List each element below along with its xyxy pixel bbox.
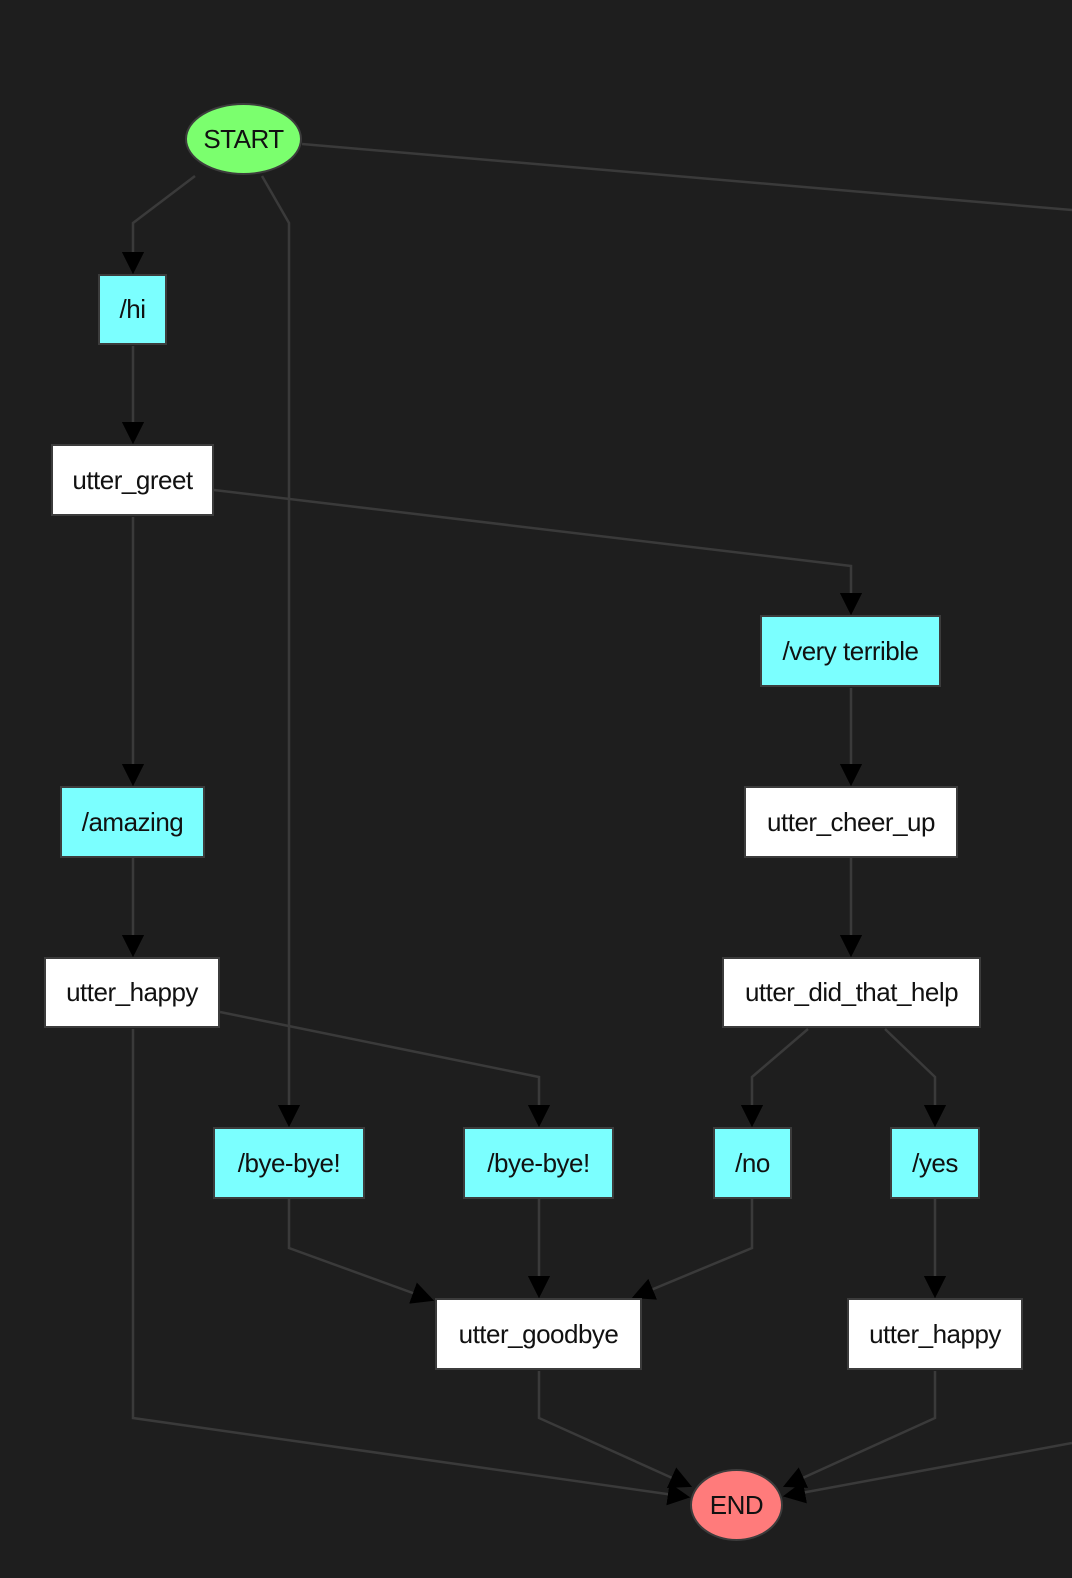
action-utter-did-that-help[interactable]: utter_did_that_help xyxy=(722,957,981,1028)
edge-9 xyxy=(219,1010,551,1128)
intent-bye-bye[interactable]: /bye-bye! xyxy=(213,1127,365,1199)
edge-0 xyxy=(121,175,196,275)
action-utter-happy[interactable]: utter_happy xyxy=(44,957,220,1028)
edge-15 xyxy=(631,1199,754,1300)
intent-no[interactable]: /no xyxy=(713,1127,792,1199)
edge-1 xyxy=(260,175,301,1128)
intent-amazing[interactable]: /amazing xyxy=(60,786,205,858)
edge-5 xyxy=(213,488,863,616)
intent-bye-bye[interactable]: /bye-bye! xyxy=(463,1127,614,1199)
action-utter-greet[interactable]: utter_greet xyxy=(51,444,214,516)
start-node[interactable]: START xyxy=(185,103,302,175)
action-utter-cheer-up[interactable]: utter_cheer_up xyxy=(744,786,958,858)
action-utter-goodbye[interactable]: utter_goodbye xyxy=(435,1298,642,1370)
edge-18 xyxy=(782,1371,937,1488)
intent-hi[interactable]: /hi xyxy=(98,274,167,345)
end-node[interactable]: END xyxy=(690,1469,783,1541)
edge-10 xyxy=(131,1029,691,1506)
edge-19 xyxy=(782,1441,1072,1504)
intent-yes[interactable]: /yes xyxy=(890,1127,980,1199)
edge-12 xyxy=(884,1028,947,1128)
action-utter-happy[interactable]: utter_happy xyxy=(847,1298,1023,1370)
intent-very-terrible[interactable]: /very terrible xyxy=(760,615,941,687)
edge-2 xyxy=(301,142,1072,212)
edge-13 xyxy=(287,1199,435,1304)
edge-11 xyxy=(740,1028,809,1128)
edge-17 xyxy=(537,1371,693,1488)
